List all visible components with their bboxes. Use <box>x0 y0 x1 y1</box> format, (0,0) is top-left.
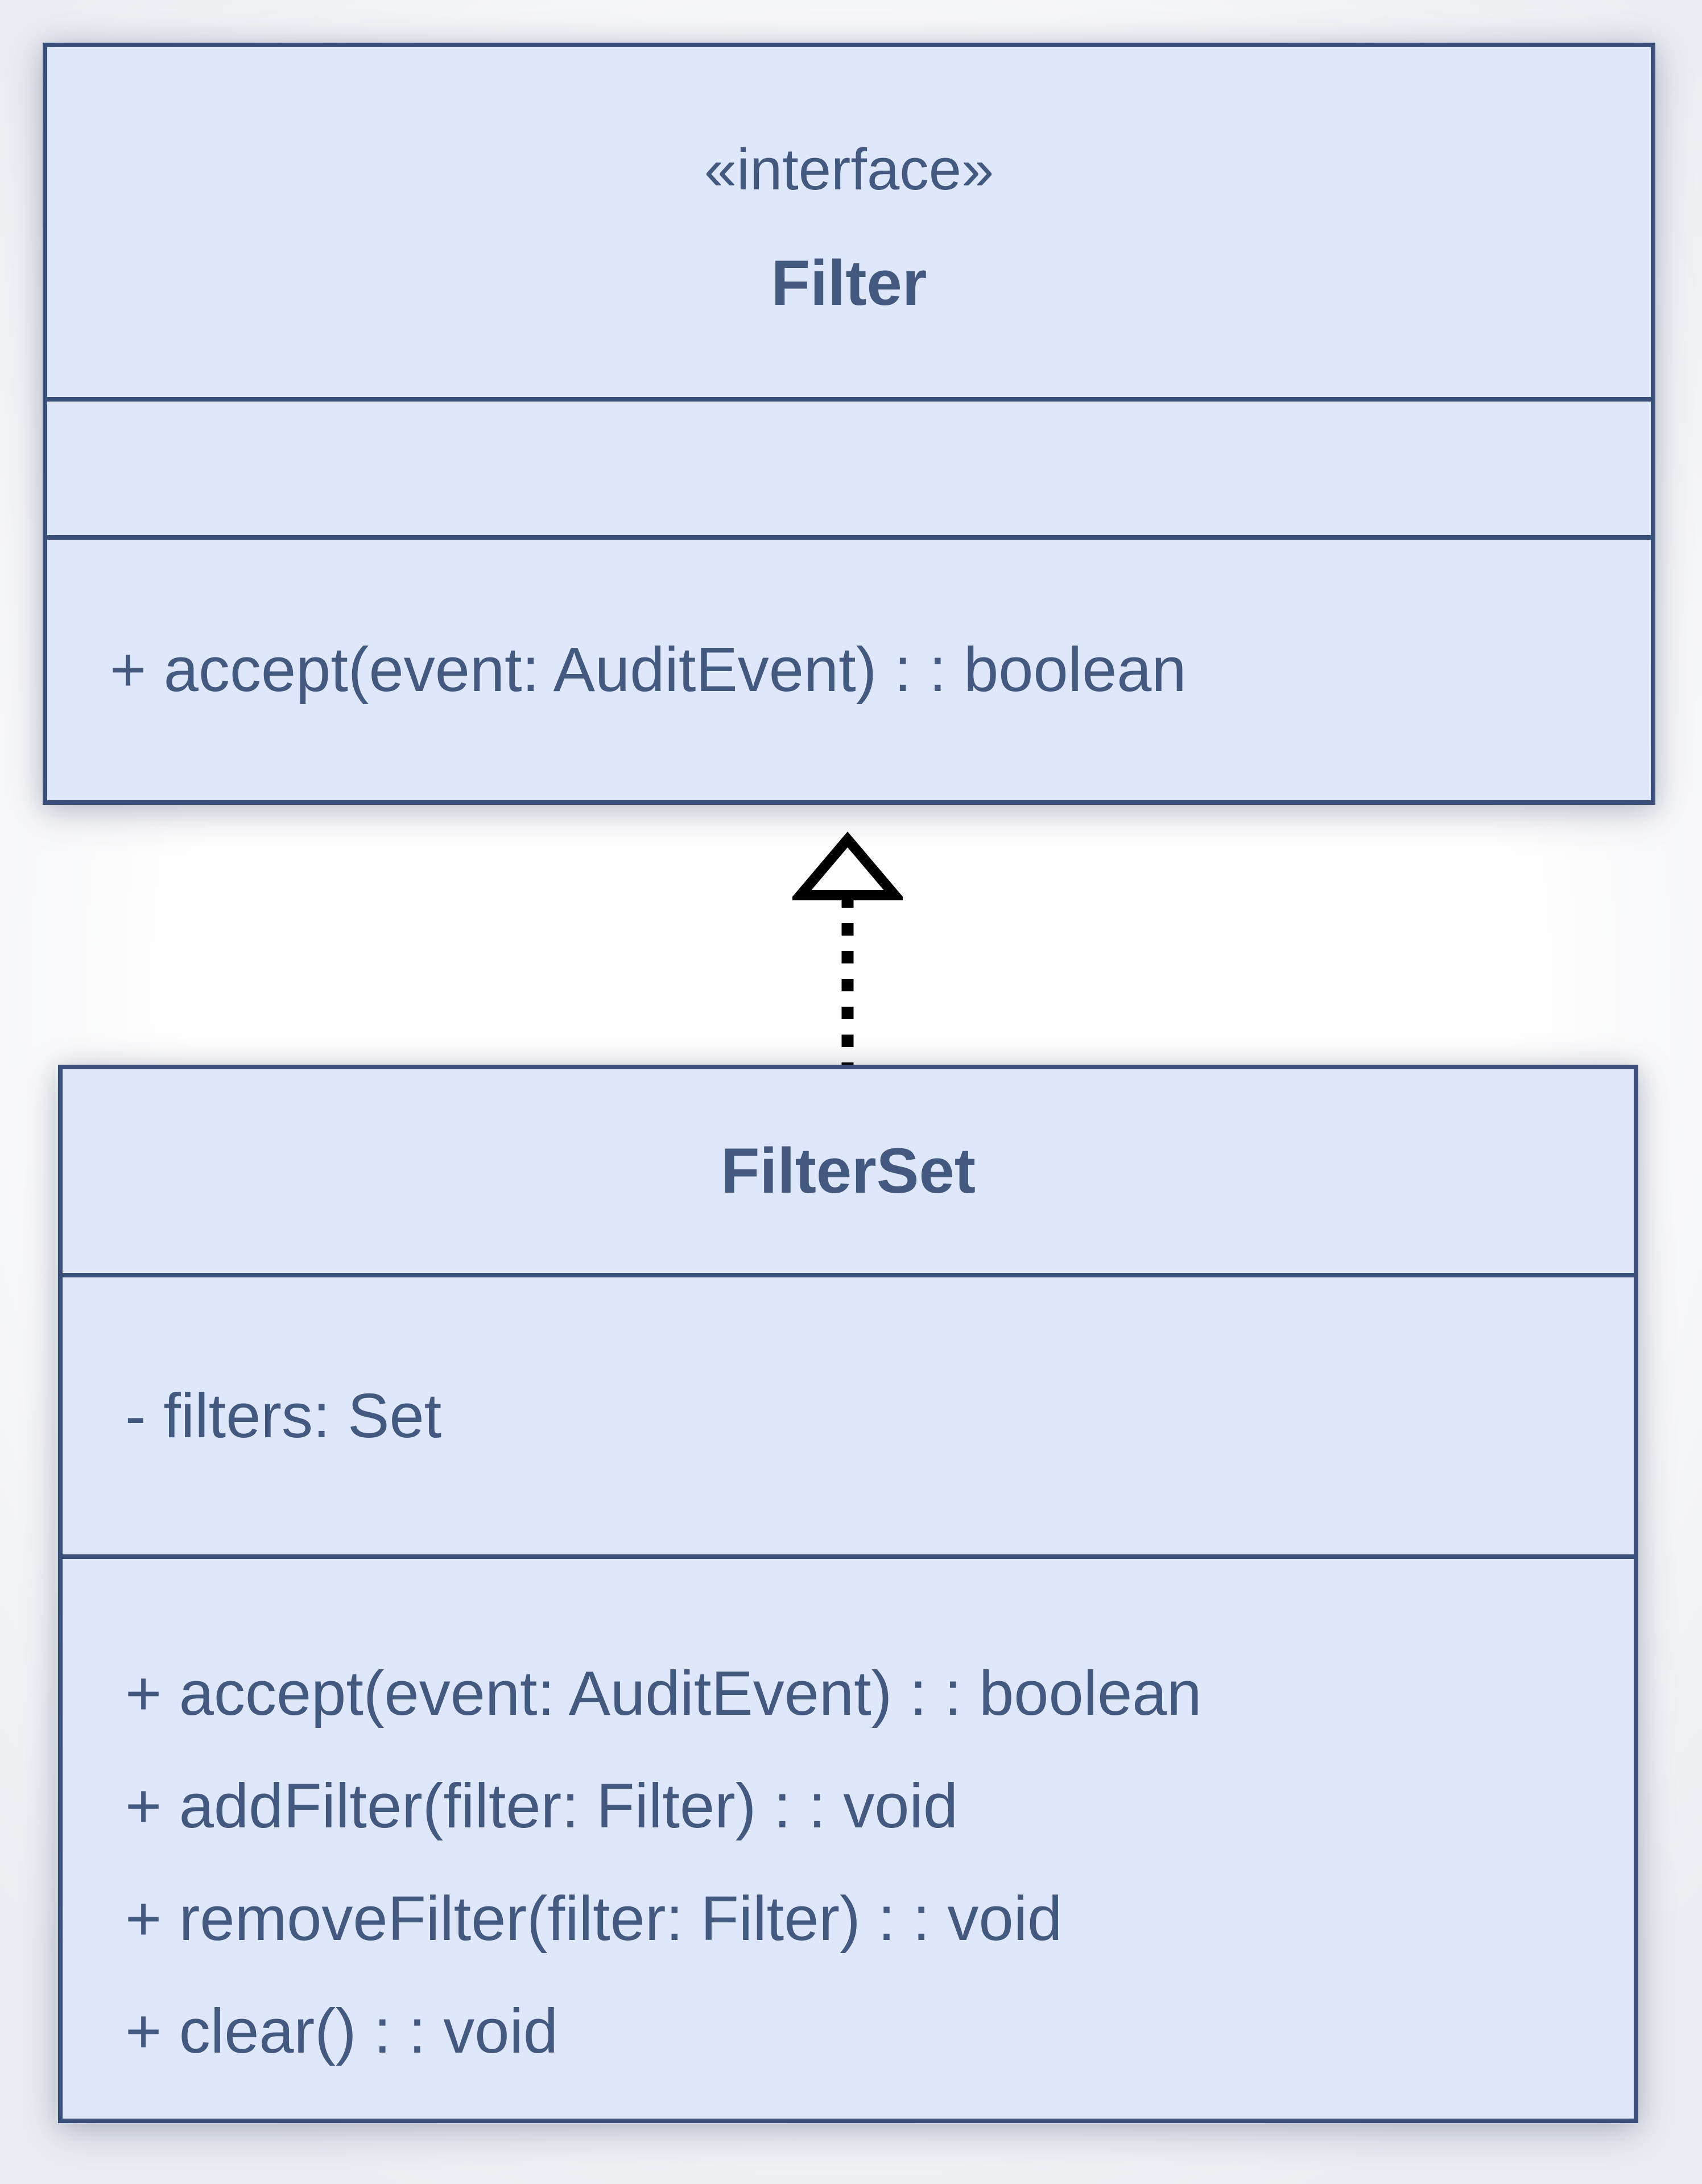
hollow-triangle-arrowhead <box>792 832 903 900</box>
filterset-method-clear: + clear() : : void <box>125 1996 559 2066</box>
filterset-title-compartment: FilterSet <box>63 1069 1634 1273</box>
filter-methods-compartment: + accept(event: AuditEvent) : : boolean <box>47 535 1651 800</box>
filterset-method-addfilter: + addFilter(filter: Filter) : : void <box>125 1771 958 1841</box>
filterset-method-accept: + accept(event: AuditEvent) : : boolean <box>125 1658 1202 1728</box>
filterset-attributes-compartment: - filters: Set <box>63 1273 1634 1554</box>
filter-stereotype: «interface» <box>704 136 994 202</box>
filter-method-accept: + accept(event: AuditEvent) : : boolean <box>110 635 1187 705</box>
filter-attributes-compartment-empty <box>47 397 1651 535</box>
filter-class-name: Filter <box>771 247 927 318</box>
uml-class-filterset: FilterSet - filters: Set + accept(event:… <box>58 1065 1638 2123</box>
filterset-methods-compartment: + accept(event: AuditEvent) : : boolean … <box>63 1554 1634 2119</box>
filter-title-compartment: «interface» Filter <box>47 47 1651 397</box>
filterset-method-removefilter: + removeFilter(filter: Filter) : : void <box>125 1884 1063 1954</box>
realization-arrow <box>792 832 903 1070</box>
filterset-attribute-filters: - filters: Set <box>125 1380 442 1451</box>
uml-class-filter: «interface» Filter + accept(event: Audit… <box>43 43 1655 805</box>
filterset-class-name: FilterSet <box>720 1135 976 1206</box>
